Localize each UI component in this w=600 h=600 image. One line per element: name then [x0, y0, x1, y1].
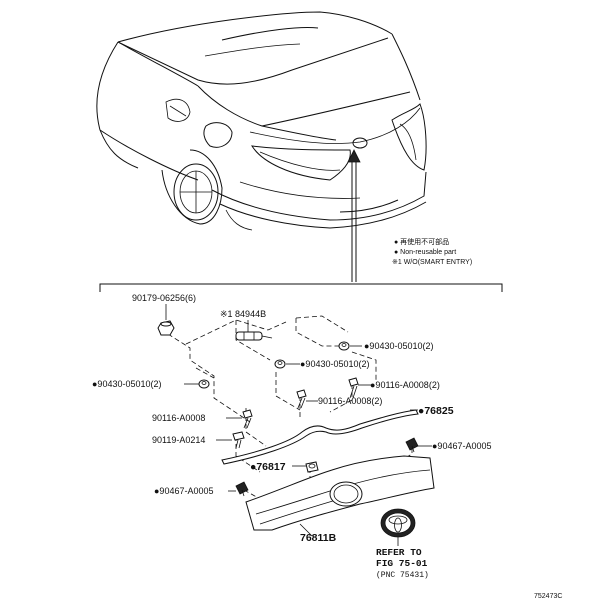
gasket-90430-upper[interactable] [338, 341, 350, 351]
legend: ● 再使用不可部品 ● Non-reusable part ※1 W/O(SMA… [392, 237, 472, 266]
reference-line-2[interactable]: FIG 75-01 [376, 558, 428, 569]
emblem-reference-part[interactable] [380, 508, 416, 538]
label-90430-05010-middle[interactable]: ●90430-05010(2) [300, 359, 370, 369]
legend-smart-entry-note: ※1 W/O(SMART ENTRY) [392, 259, 472, 266]
part-labels: 90179-06256(6) ※1 84944B ●90430-05010(2)… [92, 293, 491, 544]
label-84944b[interactable]: ※1 84944B [220, 309, 266, 319]
screw-90119[interactable] [232, 431, 245, 449]
label-leaders [165, 304, 432, 546]
legend-non-reusable-jp: ● 再使用不可部品 [394, 237, 449, 246]
car-rear-illustration [96, 11, 427, 231]
label-90467-a0005-right[interactable]: ●90467-A0005 [432, 441, 491, 451]
label-90179-06256[interactable]: 90179-06256(6) [132, 293, 196, 303]
clip-76817[interactable] [305, 461, 319, 473]
label-90116-a0008-middle[interactable]: 90116-A0008(2) [318, 396, 382, 406]
label-76817[interactable]: ●76817 [250, 461, 286, 473]
gasket-90430-middle[interactable] [274, 359, 286, 369]
bolt-90116-left[interactable] [242, 409, 253, 429]
label-76825[interactable]: ●76825 [418, 405, 454, 417]
clip-90467-left[interactable] [235, 481, 249, 497]
label-90467-a0005-left[interactable]: ●90467-A0005 [154, 486, 213, 496]
figure-reference: REFER TO FIG 75-01 (PNC 75431) [376, 547, 429, 580]
label-76811b[interactable]: 76811B [300, 532, 337, 544]
diagram-code: 752473C [534, 593, 562, 600]
label-90116-a0008-left[interactable]: 90116-A0008 [152, 413, 205, 423]
nut-90179[interactable] [157, 320, 175, 336]
reference-line-1[interactable]: REFER TO [376, 547, 422, 558]
label-90430-05010-left[interactable]: ●90430-05010(2) [92, 379, 162, 389]
label-90116-a0008-right[interactable]: ●90116-A0008(2) [370, 380, 440, 390]
garnish-panel-76811b[interactable] [245, 455, 435, 531]
parts [157, 320, 435, 538]
legend-non-reusable-en: ● Non-reusable part [394, 249, 456, 256]
gasket-90430-left[interactable] [198, 379, 210, 389]
assembly-bracket [99, 283, 503, 292]
bolt-90116-middle[interactable] [296, 389, 307, 409]
label-90430-05010-upper[interactable]: ●90430-05010(2) [364, 341, 434, 351]
location-arrow [347, 149, 361, 282]
reference-line-3: (PNC 75431) [376, 571, 429, 580]
bolt-90116-right[interactable] [348, 377, 359, 399]
moulding-76825[interactable] [221, 409, 419, 465]
switch-84944b[interactable] [235, 331, 273, 341]
label-90119-a0214[interactable]: 90119-A0214 [152, 435, 205, 445]
